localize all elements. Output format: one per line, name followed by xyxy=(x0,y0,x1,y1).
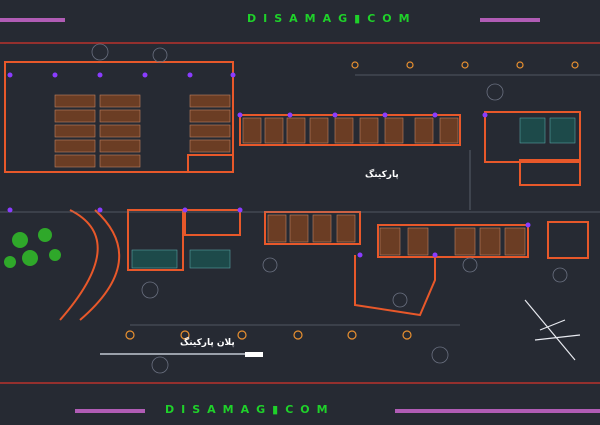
structural-columns xyxy=(7,72,531,258)
grid-markers xyxy=(125,61,579,340)
north-arrow-cars xyxy=(524,299,581,361)
paving-pattern xyxy=(91,43,568,374)
accent-bar xyxy=(480,18,540,22)
scale-bar xyxy=(245,352,263,357)
landscape-planting xyxy=(4,228,61,268)
accent-bar xyxy=(395,409,600,413)
parking-stalls xyxy=(54,94,526,256)
watermark-top: DISAMAG▮COM xyxy=(247,12,417,25)
plan-title: پلان پارکینگ xyxy=(180,338,235,348)
wall-group xyxy=(4,61,589,321)
accent-bar xyxy=(0,18,65,22)
service-rooms xyxy=(131,117,576,269)
accent-bar xyxy=(75,409,145,413)
parking-area-label: پارکینگ xyxy=(365,170,399,180)
watermark-bottom: DISAMAG▮COM xyxy=(165,403,335,416)
